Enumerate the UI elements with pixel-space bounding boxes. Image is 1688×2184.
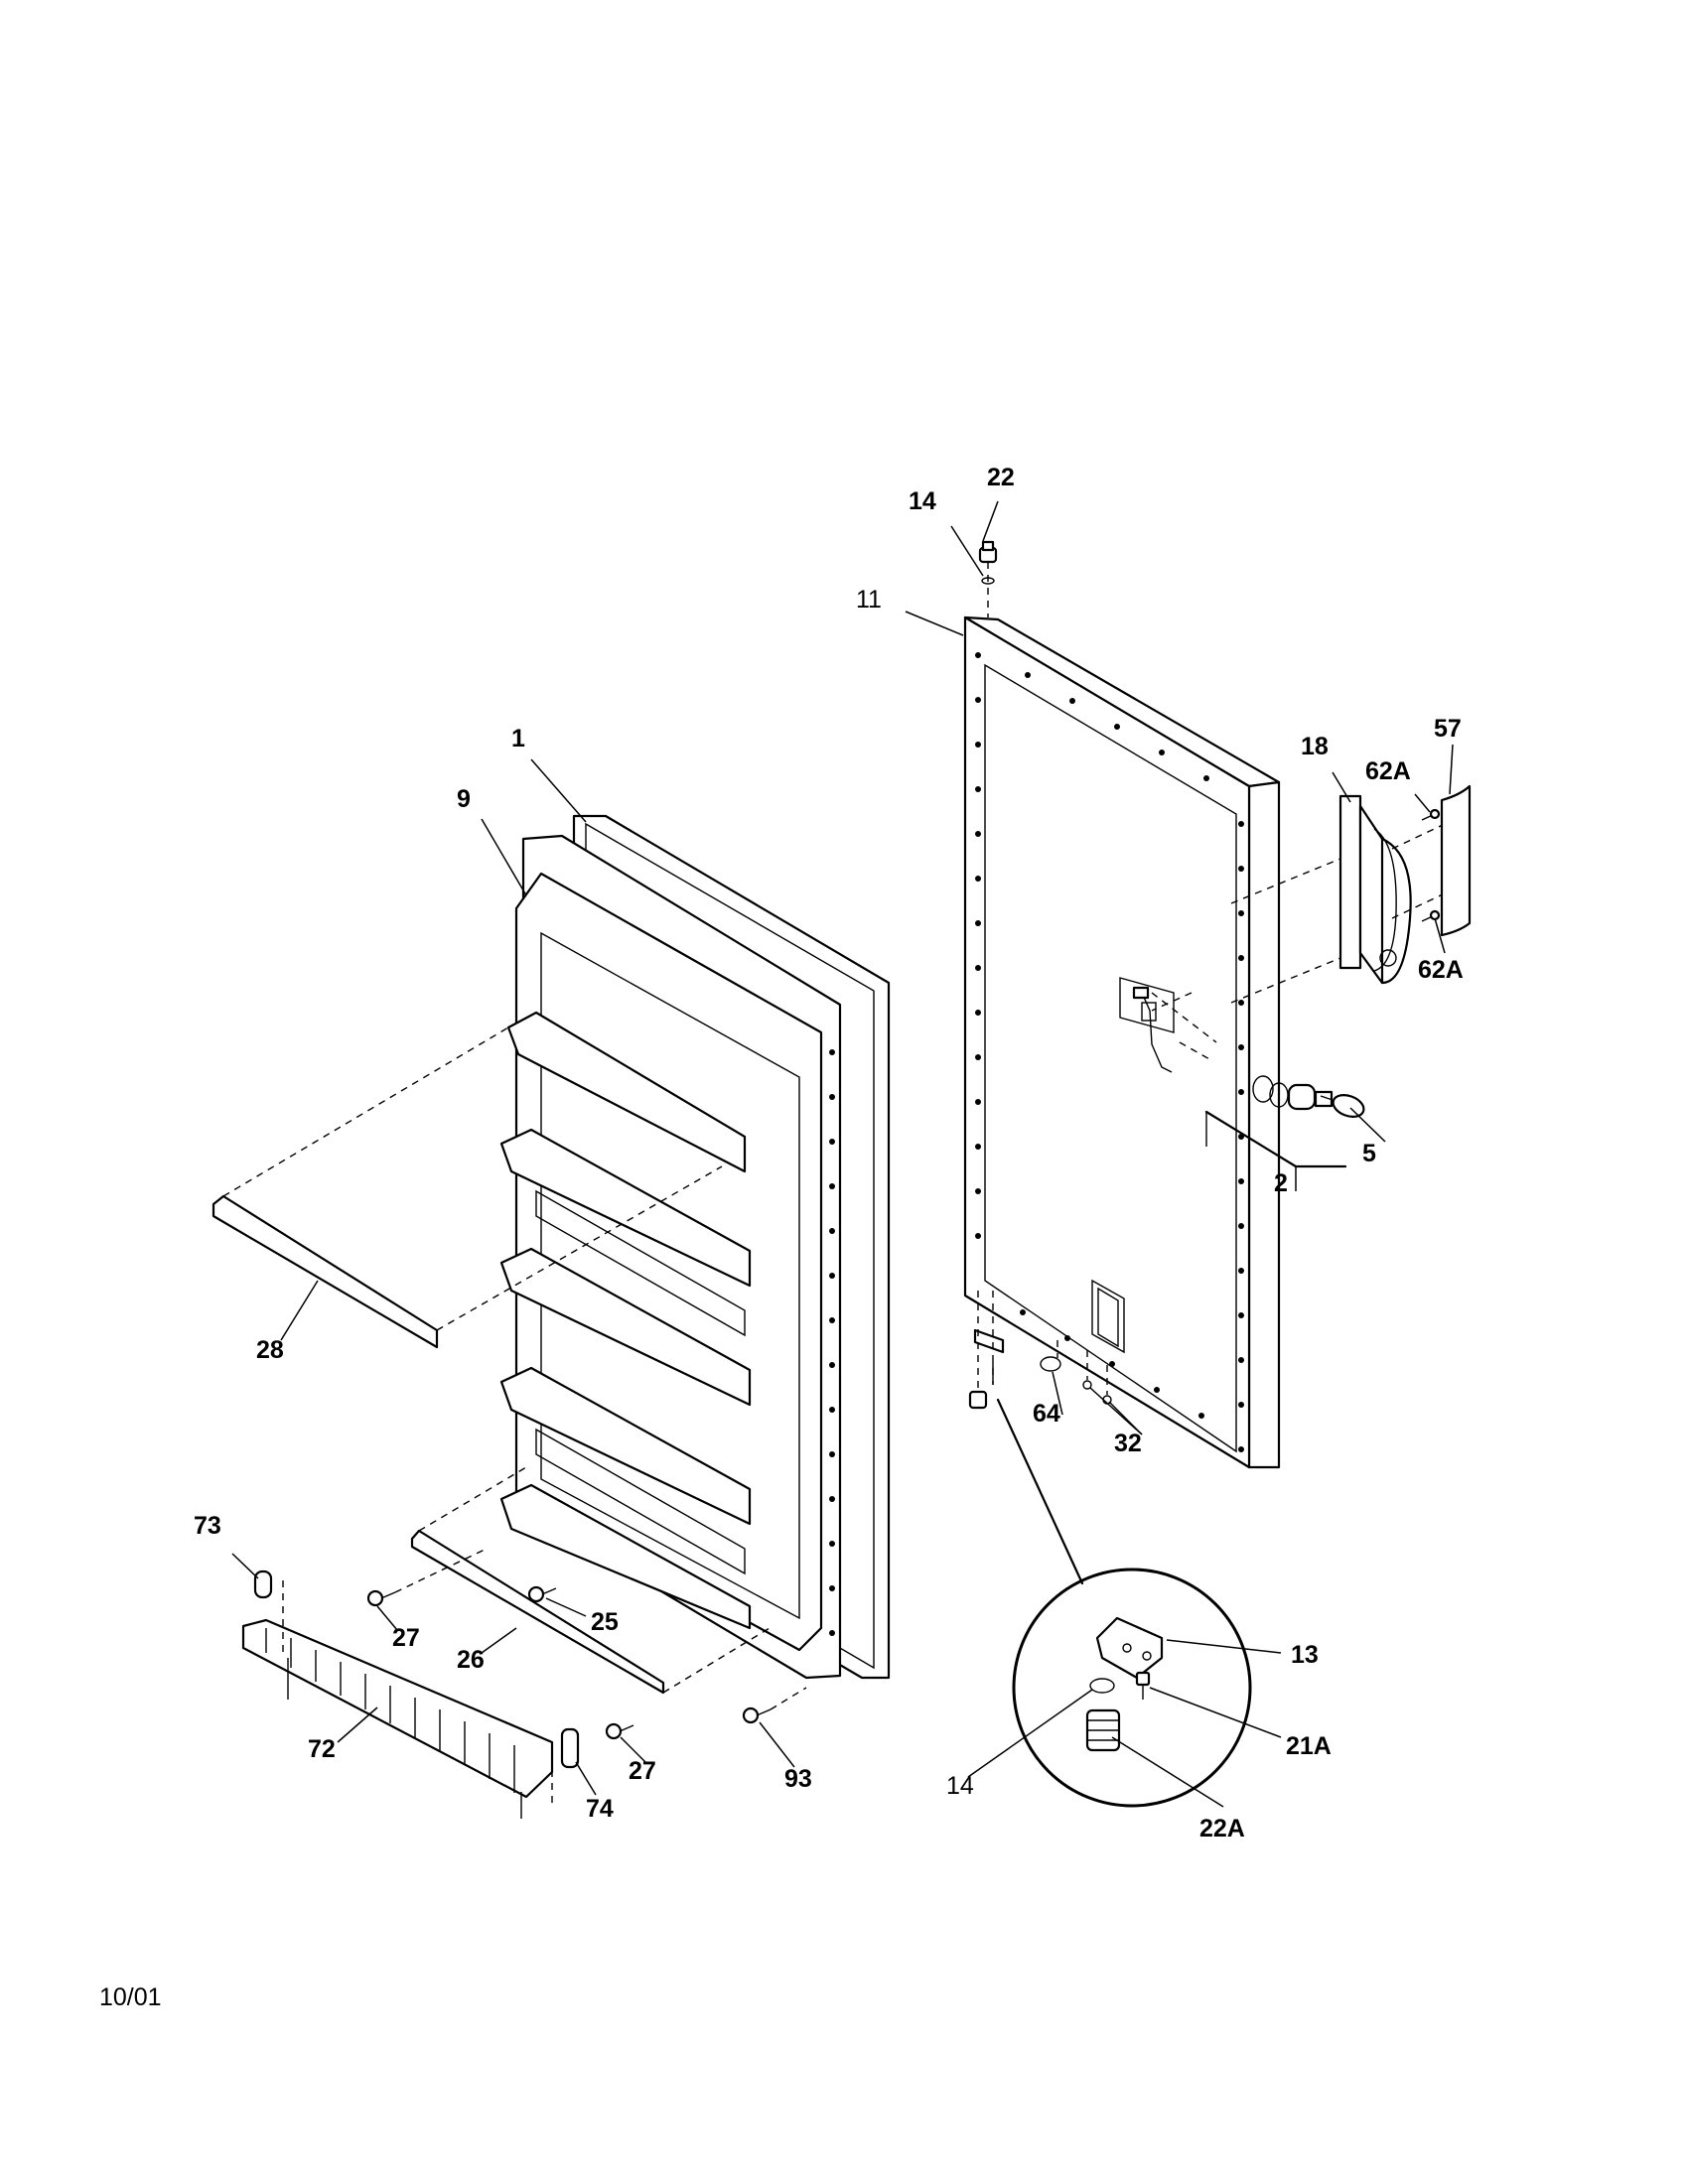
label-21A: 21A: [1286, 1732, 1332, 1760]
label-14-detail: 14: [946, 1772, 974, 1800]
door-liner: [499, 834, 842, 1680]
label-27-a: 27: [392, 1624, 420, 1652]
door-shelves: [499, 1011, 752, 1630]
label-28: 28: [256, 1336, 284, 1364]
label-2: 2: [1274, 1169, 1288, 1197]
label-9: 9: [457, 785, 471, 813]
shelf-rail: [410, 1466, 771, 1695]
label-5: 5: [1362, 1140, 1376, 1167]
basket-clips: [253, 1570, 580, 1807]
hinge-detail-view: [1012, 1568, 1252, 1808]
door-handle: [1230, 794, 1446, 1004]
label-18: 18: [1301, 733, 1329, 760]
revision-date: 10/01: [99, 1983, 162, 2011]
top-hinge-hardware: [978, 540, 998, 617]
label-1: 1: [511, 725, 525, 752]
label-32: 32: [1114, 1430, 1142, 1457]
fasteners: [366, 1548, 807, 1740]
label-22A: 22A: [1199, 1815, 1245, 1843]
label-62A-bottom: 62A: [1418, 956, 1464, 984]
lock-assembly: [1119, 977, 1365, 1168]
handle-screws: [1421, 808, 1441, 922]
label-64: 64: [1033, 1400, 1060, 1428]
label-73: 73: [194, 1512, 221, 1540]
leader-lines: [231, 500, 1454, 1808]
label-74: 74: [586, 1795, 614, 1823]
handle-trim-strip: [1440, 784, 1472, 937]
label-22: 22: [987, 464, 1015, 491]
label-11: 11: [856, 586, 882, 614]
label-14-top: 14: [909, 487, 936, 515]
label-57: 57: [1434, 715, 1462, 743]
door-frame-holes: [975, 652, 1244, 1452]
shelf-bar: [211, 1026, 723, 1349]
label-62A-top: 62A: [1365, 757, 1411, 785]
part-labels: 22 14 11 57 18 62A 62A 5 2 64 32 1 9 28 …: [194, 464, 1464, 1843]
label-26: 26: [457, 1646, 485, 1674]
bottom-hinge-hardware: [968, 1291, 1112, 1585]
label-13: 13: [1291, 1641, 1319, 1669]
label-93: 93: [784, 1765, 812, 1793]
label-72: 72: [308, 1735, 336, 1763]
label-25: 25: [591, 1608, 619, 1636]
label-27-b: 27: [629, 1757, 656, 1785]
outer-door-panel: [963, 615, 1281, 1469]
